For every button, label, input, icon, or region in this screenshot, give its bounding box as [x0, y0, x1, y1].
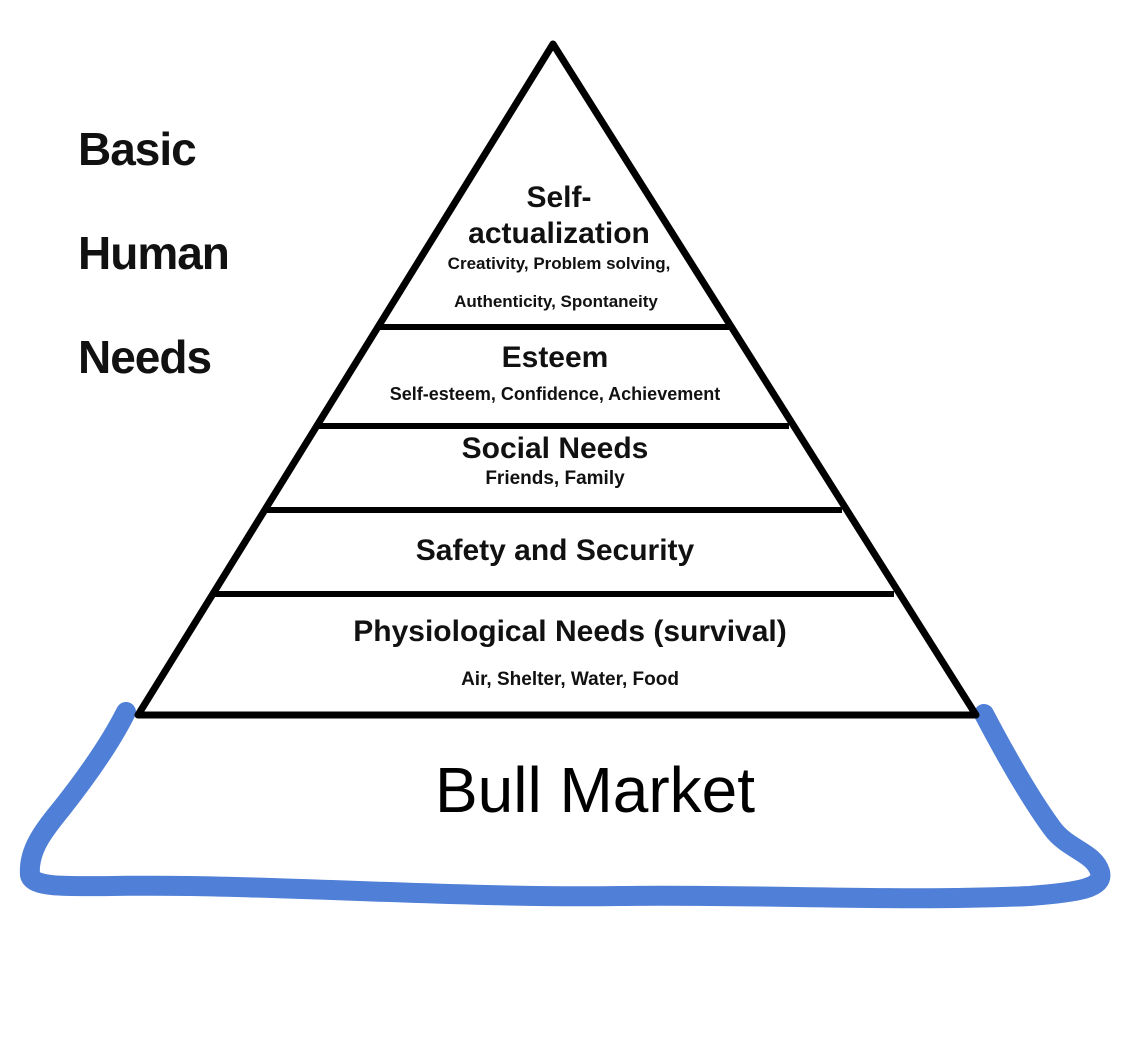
tier-safety-security: Safety and Security	[280, 533, 830, 569]
tier-title: actualization	[468, 217, 650, 250]
tier-title: Self-	[526, 181, 592, 214]
side-title: Basic Human Needs	[78, 120, 338, 432]
tier-detail: Self-esteem, Confidence, Achievement	[389, 384, 721, 404]
side-title-line: Human	[78, 227, 230, 279]
tier-title: Physiological Needs (survival)	[353, 615, 787, 648]
tier-title: Safety and Security	[415, 534, 695, 567]
pyramid-outline	[134, 40, 980, 719]
side-title-line: Basic	[78, 123, 197, 175]
tier-social-needs: Social Needs Friends, Family	[330, 431, 780, 491]
base-outline	[19, 702, 1111, 909]
tier-esteem: Esteem Self-esteem, Confidence, Achievem…	[330, 340, 780, 406]
tier-title: Social Needs	[461, 432, 649, 465]
tier-detail: Air, Shelter, Water, Food	[461, 669, 679, 690]
tier-physiological-needs: Physiological Needs (survival) Air, Shel…	[250, 614, 890, 692]
tier-detail: Authenticity, Spontaneity	[454, 292, 658, 311]
base-label: Bull Market	[434, 754, 756, 826]
tier-title: Esteem	[501, 341, 609, 374]
tier-detail: Friends, Family	[485, 468, 625, 489]
side-title-line: Needs	[78, 331, 212, 383]
tier-detail: Creativity, Problem solving,	[447, 254, 671, 273]
tier-self-actualization: Self- actualization Creativity, Problem …	[403, 180, 715, 314]
